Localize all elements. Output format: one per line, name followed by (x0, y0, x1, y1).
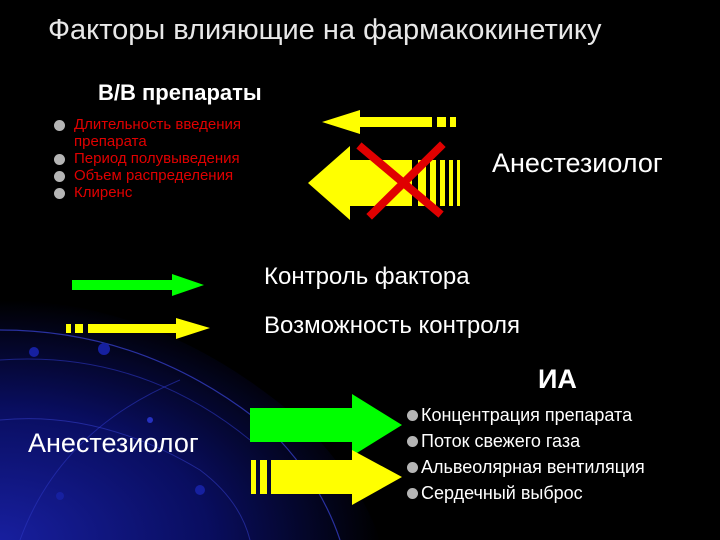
list-item: Объем распределения (52, 167, 304, 184)
bullet-icon (54, 154, 65, 165)
legend-yellow-dashed-arrow (66, 318, 210, 339)
iv-drugs-heading: В/В препараты (98, 80, 262, 105)
inhalational-anesthetics-heading: ИА (538, 364, 577, 394)
possible-control-arrow-top (322, 110, 456, 134)
list-item: Длительность введения препарата (52, 116, 304, 150)
bullet-icon (54, 188, 65, 199)
bullet-icon (407, 410, 418, 421)
list-item: Концентрация препарата (407, 402, 645, 428)
bullet-icon (407, 488, 418, 499)
red-cross (356, 141, 446, 220)
slide-title: Факторы влияющие на фармакокинетику (48, 14, 602, 46)
bullet-icon (407, 436, 418, 447)
bullet-icon (54, 171, 65, 182)
big-green-arrow-right (250, 394, 402, 456)
iv-factor-list: Длительность введения препарата Период п… (52, 116, 304, 201)
list-item: Сердечный выброс (407, 480, 645, 506)
legend-green-arrow (72, 274, 204, 296)
legend-possible-control-label: Возможность контроля (264, 312, 521, 339)
list-item: Период полувыведения (52, 150, 304, 167)
list-item: Клиренс (52, 184, 304, 201)
anesthesiologist-label-top: Анестезиолог (492, 148, 663, 178)
bullet-icon (54, 120, 65, 131)
list-item: Альвеолярная вентиляция (407, 454, 645, 480)
ia-factor-list: Концентрация препарата Поток свежего газ… (407, 402, 645, 506)
legend-full-control-label: Контроль фактора (264, 263, 470, 290)
list-item: Поток свежего газа (407, 428, 645, 454)
bullet-icon (407, 462, 418, 473)
big-yellow-arrow-right (251, 450, 402, 505)
anesthesiologist-label-bottom: Анестезиолог (28, 428, 199, 458)
